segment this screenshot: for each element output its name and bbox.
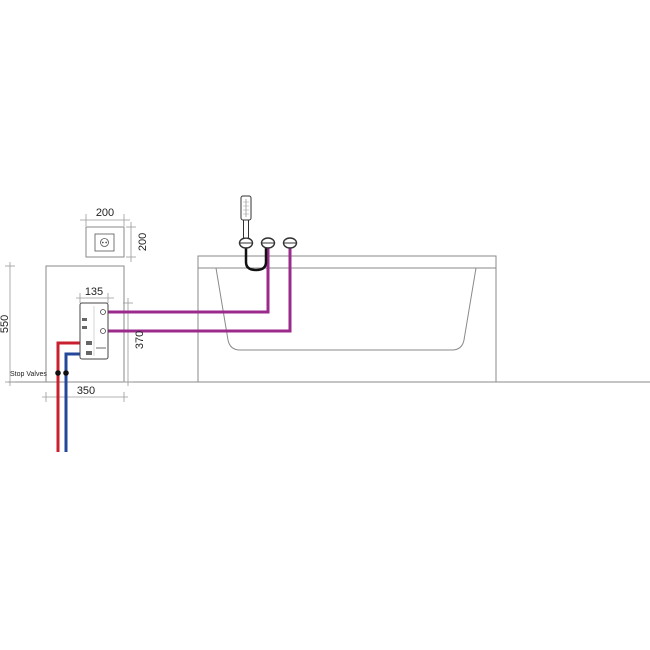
bathtub: [197, 255, 497, 383]
shower-hose: [244, 246, 268, 272]
power-socket-icon: [85, 226, 125, 258]
mixed-pipe-upper: [108, 246, 270, 314]
stop-valves: [55, 370, 69, 376]
mixed-pipe-lower: [108, 246, 292, 333]
label-box-height: 550: [0, 315, 11, 333]
thermostatic-valve-icon: [79, 302, 109, 360]
label-socket-width: 200: [96, 207, 114, 219]
label-valve-height: 370: [134, 331, 146, 349]
bathtub-body: [197, 255, 497, 383]
label-valve-width: 135: [85, 286, 103, 298]
hand-shower-icon: [240, 195, 252, 239]
stop-valve-hot: [55, 370, 61, 376]
label-box-width: 350: [77, 385, 95, 397]
dimension-lines: [5, 214, 136, 402]
wall-box: [45, 265, 125, 383]
label-socket-height: 200: [137, 233, 149, 251]
label-stop-valves: Stop Valves: [10, 371, 47, 378]
rim-fittings: [238, 237, 298, 249]
cold-water-pipe: [64, 352, 88, 452]
bathtub-inner-basin: [215, 267, 477, 351]
stop-valve-cold: [63, 370, 69, 376]
hot-water-pipe: [56, 341, 88, 452]
